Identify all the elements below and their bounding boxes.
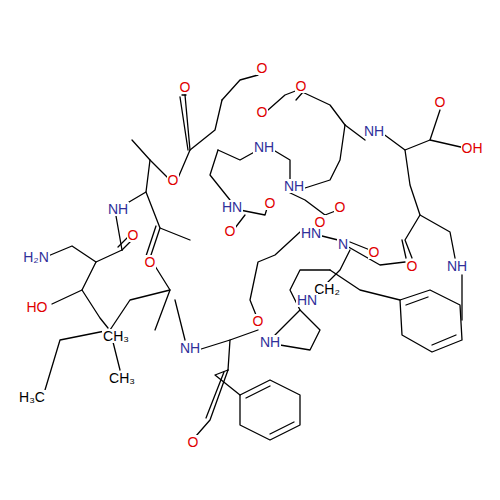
nitrogen-label: NH (446, 259, 468, 273)
carbon-label: CH₃ (102, 329, 130, 343)
hydroxyl-label: OH (461, 141, 484, 155)
carbon-label: CH₃ (108, 371, 136, 385)
oxygen-label: O (224, 224, 237, 238)
oxygen-label: O (334, 200, 347, 214)
hydroxyl-label: HO (26, 300, 49, 314)
nitrogen-label: NH (107, 202, 129, 216)
oxygen-label: O (406, 259, 419, 273)
oxygen-label: O (167, 173, 180, 187)
oxygen-label: O (256, 61, 269, 75)
oxygen-label: O (264, 196, 277, 210)
nitrogen-label: N (337, 237, 349, 251)
oxygen-label: O (187, 435, 200, 449)
oxygen-label: O (295, 79, 308, 93)
carbon-label: H₃C (18, 390, 46, 404)
nitrogen-label: NH (253, 140, 275, 154)
nitrogen-label: HN (296, 293, 318, 307)
nitrogen-label: HN (221, 200, 243, 214)
oxygen-label: O (127, 228, 140, 242)
oxygen-label: O (368, 245, 381, 259)
nitrogen-label: NH (259, 335, 281, 349)
oxygen-label: O (256, 105, 269, 119)
nitrogen-label: H₂N (22, 250, 50, 264)
nitrogen-label: NH (363, 124, 385, 138)
nitrogen-label: NH (179, 341, 201, 355)
oxygen-label: O (179, 80, 192, 94)
oxygen-label: O (314, 215, 327, 229)
nitrogen-label: NH (283, 179, 305, 193)
oxygen-label: O (252, 314, 265, 328)
oxygen-label: O (434, 95, 447, 109)
oxygen-label: O (144, 255, 157, 269)
